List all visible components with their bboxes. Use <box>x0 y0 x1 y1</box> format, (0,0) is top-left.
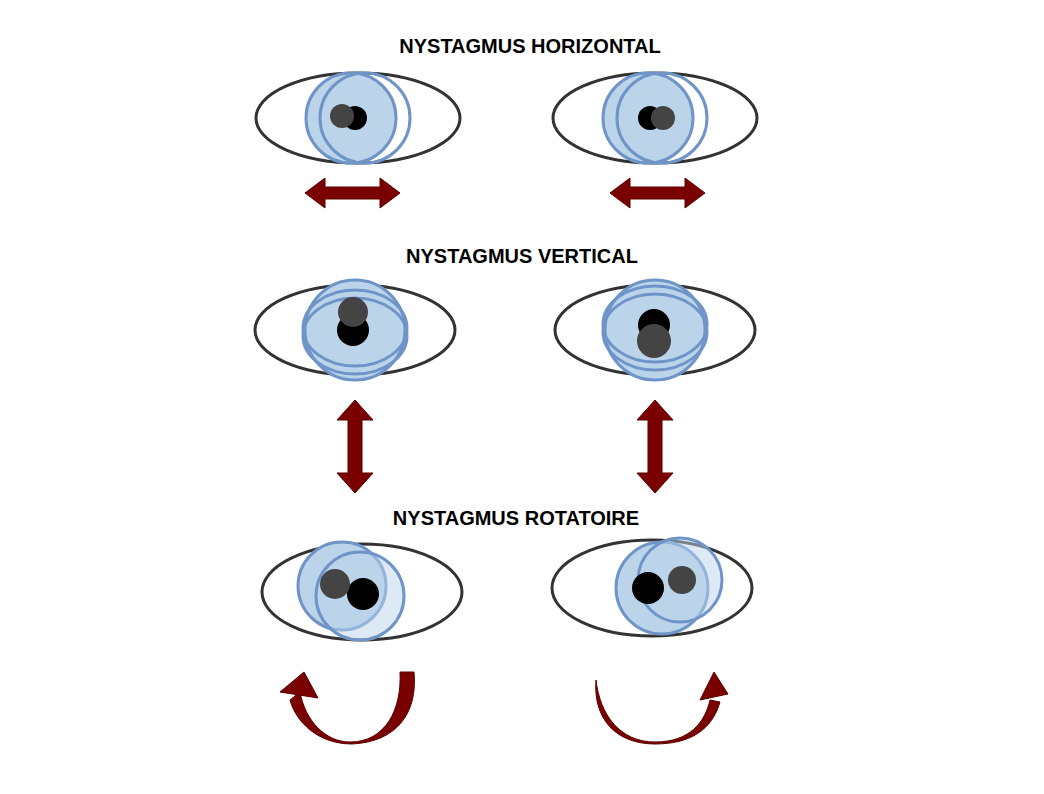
eye-vertical-left <box>255 280 455 380</box>
double-arrow-vertical <box>337 400 673 493</box>
eye-horizontal-right <box>553 73 757 163</box>
section-heading: NYSTAGMUS VERTICAL <box>406 245 638 268</box>
eye-rotatory-left <box>262 542 462 640</box>
section-heading: NYSTAGMUS ROTATOIRE <box>393 507 639 530</box>
eye-rotatory-right <box>552 538 752 636</box>
eye-horizontal-left <box>256 73 460 163</box>
curved-arrow-rotation <box>280 672 728 744</box>
section-heading: NYSTAGMUS HORIZONTAL <box>399 35 660 58</box>
double-arrow-horizontal <box>305 178 705 208</box>
eye-vertical-right <box>555 280 755 380</box>
